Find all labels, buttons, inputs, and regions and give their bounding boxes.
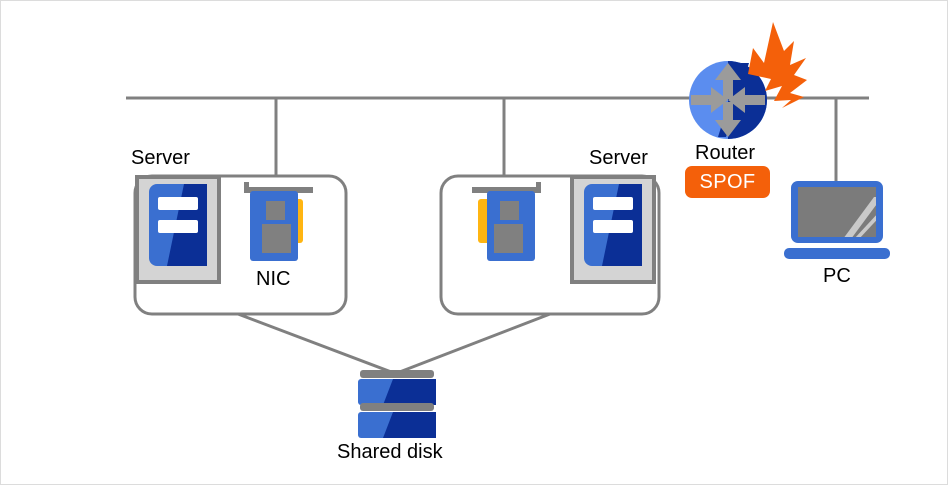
link-left-server-to-disk: [237, 312, 395, 375]
nic-left-label: NIC: [256, 268, 291, 290]
router-icon[interactable]: [689, 22, 807, 139]
server-right-label: Server: [589, 147, 648, 169]
nic-card-right-icon: [472, 182, 541, 261]
link-right-server-to-disk: [396, 312, 551, 375]
shared-disk-label: Shared disk: [337, 441, 443, 463]
nic-card-left-icon: [244, 182, 313, 261]
pc-icon[interactable]: [784, 181, 890, 259]
server-left-label: Server: [131, 147, 190, 169]
lightning-burst-icon: [748, 22, 807, 108]
server-group-left[interactable]: [133, 174, 348, 316]
router-label: Router: [695, 142, 756, 164]
spof-badge[interactable]: SPOF: [685, 166, 770, 198]
pc-label: PC: [823, 265, 851, 287]
router-arrows-icon: [691, 63, 765, 137]
server-group-right[interactable]: [439, 174, 661, 316]
server-tower-left-icon: [135, 175, 221, 284]
shared-disk-icon[interactable]: [358, 370, 436, 438]
server-tower-right-icon: [570, 175, 656, 284]
